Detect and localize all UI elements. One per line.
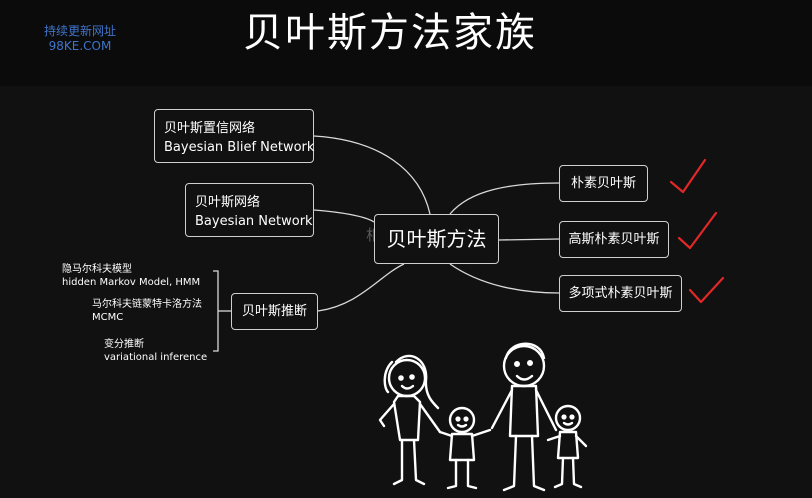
node-label-en: Bayesian Blief Network <box>164 140 315 155</box>
item-label-en: hidden Markov Model, HMM <box>62 277 201 288</box>
node-bayesian-network: 贝叶斯网络 Bayesian Network <box>185 183 314 237</box>
node-bayesian-methods: 贝叶斯方法 <box>374 214 499 264</box>
node-naive-bayes: 朴素贝叶斯 <box>559 165 648 202</box>
inference-item-hmm: 隐马尔科夫模型 hidden Markov Model, HMM <box>62 263 200 289</box>
checkmark-icon <box>677 211 718 250</box>
node-bayesian-inference: 贝叶斯推断 <box>231 293 318 330</box>
node-label-en: Bayesian Network <box>195 214 313 229</box>
connector-inference <box>317 263 405 312</box>
checkmark-icon <box>669 158 707 194</box>
stick-figure-family-illustration <box>378 342 588 492</box>
item-label-cn: 马尔科夫链蒙特卡洛方法 <box>92 299 202 310</box>
connector-gaussian-nb <box>498 238 560 241</box>
inference-bracket <box>213 270 219 352</box>
node-label-cn: 贝叶斯置信网络 <box>164 121 256 136</box>
checkmark-icon <box>688 276 725 304</box>
connector-belief-network <box>313 135 431 215</box>
slide-title: 贝叶斯方法家族 <box>243 10 537 56</box>
title-band <box>0 0 812 86</box>
item-label-cn: 隐马尔科夫模型 <box>62 264 132 275</box>
node-multinomial-naive-bayes: 多项式朴素贝叶斯 <box>559 275 682 312</box>
connector-naive-bayes <box>449 182 560 215</box>
item-label-en: variational inference <box>104 352 208 363</box>
node-label-cn: 贝叶斯网络 <box>195 195 261 210</box>
node-bayesian-belief-network: 贝叶斯置信网络 Bayesian Blief Network <box>154 109 314 163</box>
node-gaussian-naive-bayes: 高斯朴素贝叶斯 <box>559 221 669 258</box>
watermark: 持续更新网址 98KE.COM <box>20 24 140 54</box>
item-label-en: MCMC <box>92 312 124 323</box>
inference-item-mcmc: 马尔科夫链蒙特卡洛方法 MCMC <box>92 298 202 324</box>
item-label-cn: 变分推断 <box>104 339 144 350</box>
connector-multinomial-nb <box>449 263 560 294</box>
watermark-text: 持续更新网址 <box>43 24 116 38</box>
connector-bayesian-network <box>313 209 375 223</box>
watermark-url: 98KE.COM <box>48 39 112 53</box>
inference-item-variational: 变分推断 variational inference <box>104 338 207 364</box>
